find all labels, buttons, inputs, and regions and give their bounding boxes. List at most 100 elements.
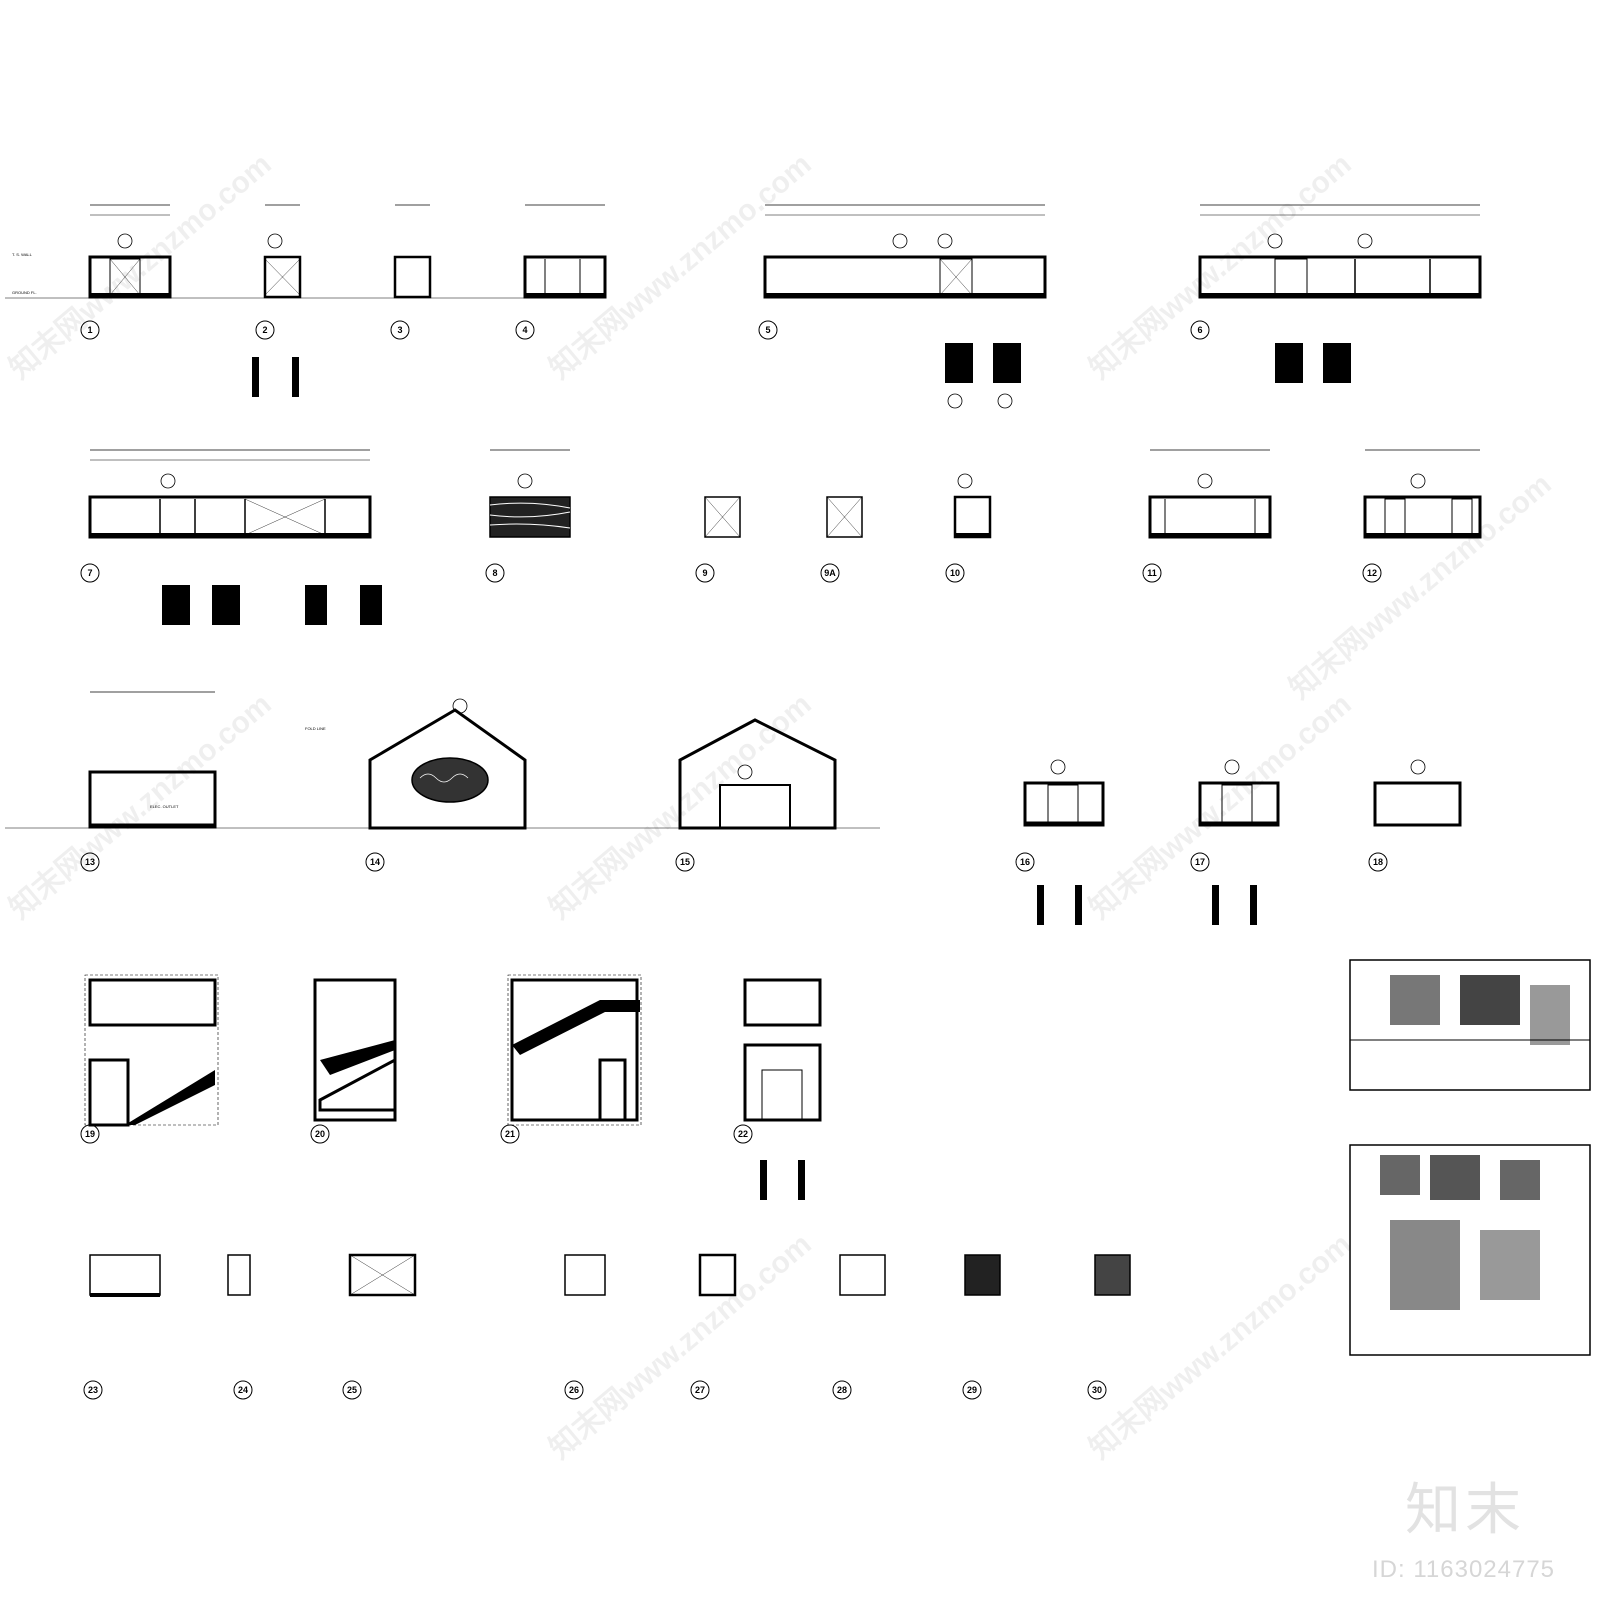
elevation-number-5: 5 [758, 320, 778, 340]
elevation-18 [1373, 759, 1462, 827]
elevation-number-text: 9A [824, 568, 836, 578]
elevation-3 [393, 204, 432, 299]
elevation-number-8: 8 [485, 563, 505, 583]
elevation-number-20: 20 [310, 1124, 330, 1144]
elevation-number-16: 16 [1015, 852, 1035, 872]
elevation-number-23: 23 [83, 1380, 103, 1400]
elevation-number-text: 21 [505, 1129, 515, 1139]
elevation-12 [1363, 449, 1482, 539]
elevation-11 [1148, 449, 1272, 539]
elevation-21 [507, 974, 642, 1126]
elevation-number-text: 9 [702, 568, 707, 578]
fold-line-label: FOLD LINE [305, 726, 326, 731]
watermark-text: 知末网www.znzmo.com [543, 1228, 817, 1466]
plan-thumbnail-1 [1349, 959, 1591, 1091]
elevation-number-text: 1 [87, 325, 92, 335]
elevation-29 [964, 1254, 1001, 1296]
elevation-number-text: 23 [88, 1385, 98, 1395]
elevation-20 [313, 978, 397, 1122]
elevation-number-9a: 9A [820, 563, 840, 583]
elevation-22 [743, 978, 822, 1200]
elevation-19 [84, 974, 219, 1127]
elevation-24 [227, 1254, 251, 1296]
elevation-number-12: 12 [1362, 563, 1382, 583]
elevation-number-text: 12 [1367, 568, 1377, 578]
elevation-number-text: 30 [1092, 1385, 1102, 1395]
elevation-number-22: 22 [733, 1124, 753, 1144]
ground-fl-label: GROUND FL. [12, 290, 37, 295]
elevation-number-21: 21 [500, 1124, 520, 1144]
elevation-number-9: 9 [695, 563, 715, 583]
elevation-number-text: 14 [370, 857, 380, 867]
watermark-text: 知末网www.znzmo.com [1083, 148, 1357, 386]
elevation-number-14: 14 [365, 852, 385, 872]
elevation-9a [826, 496, 863, 538]
elevation-number-text: 10 [950, 568, 960, 578]
elevation-number-7: 7 [80, 563, 100, 583]
elevation-number-text: 5 [765, 325, 770, 335]
elevation-number-4: 4 [515, 320, 535, 340]
elevation-26 [564, 1254, 606, 1296]
elevation-number-1: 1 [80, 320, 100, 340]
elevation-30 [1094, 1254, 1131, 1296]
elevation-number-18: 18 [1368, 852, 1388, 872]
elevation-number-text: 29 [967, 1385, 977, 1395]
elevation-number-text: 8 [492, 568, 497, 578]
ts-wall-label: T. S. WALL [12, 252, 33, 257]
elevation-number-text: 22 [738, 1129, 748, 1139]
elevation-1: T. S. WALL GROUND FL. [5, 204, 600, 299]
elevation-number-text: 4 [522, 325, 527, 335]
elevation-number-text: 25 [347, 1385, 357, 1395]
elevation-number-6: 6 [1190, 320, 1210, 340]
elevation-number-text: 2 [262, 325, 267, 335]
elevation-27 [698, 1253, 737, 1297]
elevation-14: FOLD LINE [305, 698, 527, 830]
elevation-23 [89, 1254, 161, 1297]
elevation-number-2: 2 [255, 320, 275, 340]
elevation-number-text: 7 [87, 568, 92, 578]
elevation-number-29: 29 [962, 1380, 982, 1400]
image-id-label: ID: 1163024775 [1372, 1556, 1556, 1583]
elevation-number-24: 24 [233, 1380, 253, 1400]
elevation-number-30: 30 [1087, 1380, 1107, 1400]
watermark-text: 知末网www.znzmo.com [1283, 468, 1557, 706]
elevation-25 [348, 1253, 417, 1297]
elevation-number-text: 28 [837, 1385, 847, 1395]
watermark-text: 知末网www.znzmo.com [1083, 688, 1357, 926]
watermark-text: 知末网www.znzmo.com [543, 148, 817, 386]
elevation-number-text: 26 [569, 1385, 579, 1395]
elevation-8 [489, 449, 571, 538]
elevation-number-text: 20 [315, 1129, 325, 1139]
watermark-text: 知末网www.znzmo.com [3, 148, 277, 386]
elevation-number-11: 11 [1142, 563, 1162, 583]
elevation-2 [252, 204, 302, 397]
elevation-number-text: 17 [1195, 857, 1205, 867]
elevation-number-26: 26 [564, 1380, 584, 1400]
elevation-4 [523, 204, 607, 299]
elevation-number-text: 3 [397, 325, 402, 335]
elevation-7 [88, 449, 382, 625]
elevation-number-text: 15 [680, 857, 690, 867]
elevation-number-19: 19 [80, 1124, 100, 1144]
elevation-number-text: 6 [1197, 325, 1202, 335]
watermark-text: 知末网www.znzmo.com [3, 688, 277, 926]
elevation-number-28: 28 [832, 1380, 852, 1400]
elevation-number-15: 15 [675, 852, 695, 872]
elevation-number-text: 27 [695, 1385, 705, 1395]
elevation-number-text: 24 [238, 1385, 248, 1395]
elevation-number-27: 27 [690, 1380, 710, 1400]
brand-logo: 知末 [1405, 1478, 1525, 1543]
elevation-15 [678, 718, 837, 830]
elevation-number-text: 11 [1147, 568, 1157, 578]
elevation-number-text: 13 [85, 857, 95, 867]
elevation-28 [839, 1254, 886, 1296]
elec-outlet-note: ELEC. OUTLET [150, 804, 179, 809]
elevation-number-text: 18 [1373, 857, 1383, 867]
elevation-number-10: 10 [945, 563, 965, 583]
elevation-5 [763, 204, 1047, 409]
elevation-number-text: 19 [85, 1129, 95, 1139]
elevation-number-25: 25 [342, 1380, 362, 1400]
plan-thumbnail-2 [1349, 1144, 1591, 1356]
